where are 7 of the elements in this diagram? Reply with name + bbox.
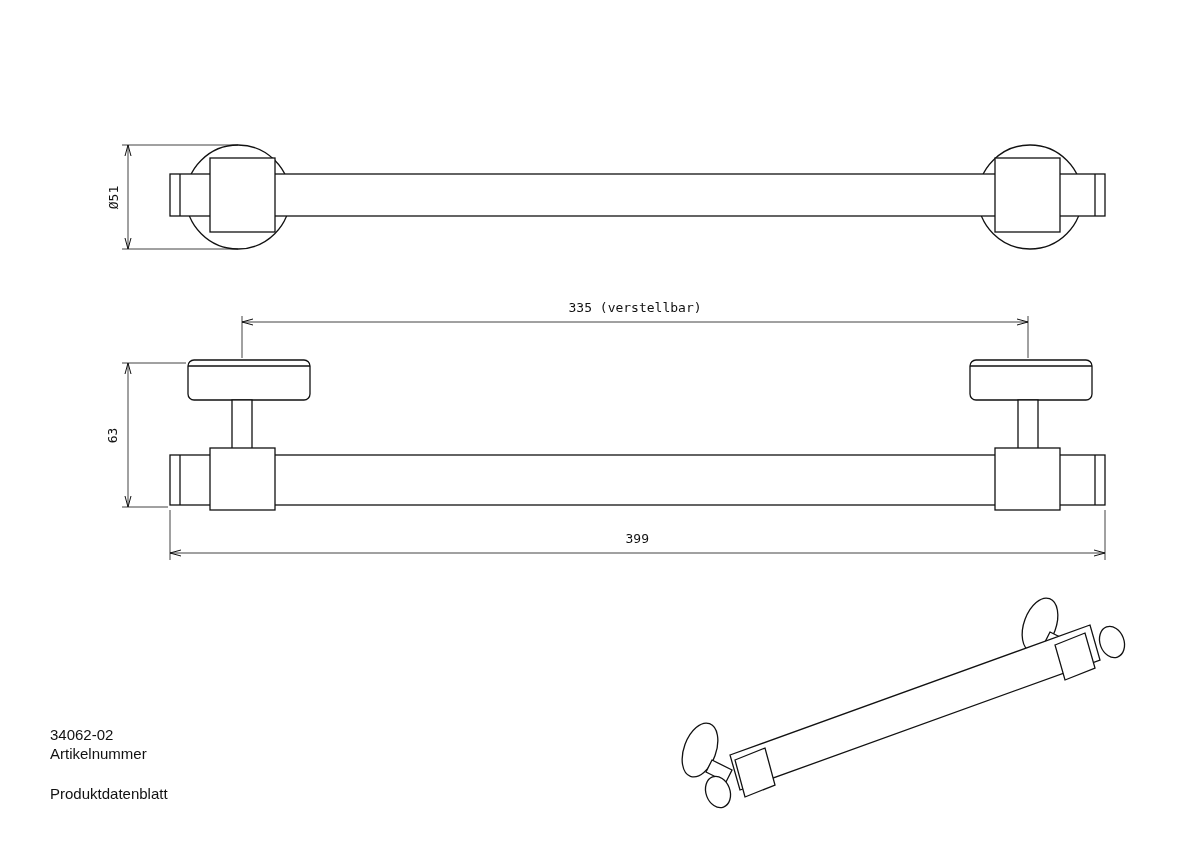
dimension-label: Ø51 bbox=[106, 185, 120, 209]
dimension-label: 399 bbox=[625, 532, 649, 545]
dimension-label: 63 bbox=[106, 427, 120, 443]
article-number: 34062-02 bbox=[50, 727, 114, 742]
article-number-caption: Artikelnummer bbox=[50, 746, 147, 761]
document-title: Produktdatenblatt bbox=[50, 786, 168, 801]
dimension-label: 335 (verstellbar) bbox=[568, 301, 702, 314]
